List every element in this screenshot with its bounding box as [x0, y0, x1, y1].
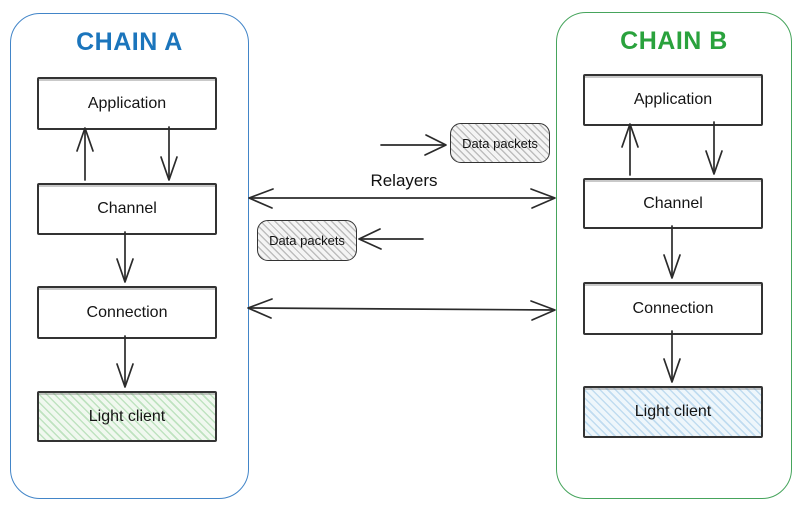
chain-a-container: CHAIN A Application Channel Connection L… [10, 13, 249, 499]
chain-b-box-channel: Channel [583, 178, 763, 229]
relayers-label: Relayers [370, 171, 438, 190]
chain-a-title: CHAIN A [76, 28, 183, 56]
data-packets-pill-top: Data packets [450, 123, 550, 163]
data-packet-right-arrow [380, 134, 447, 156]
chain-a-box-application: Application [37, 77, 217, 130]
chain-a-box-connection: Connection [37, 286, 217, 339]
chain-b-box-connection: Connection [583, 282, 763, 335]
data-packets-pill-bottom: Data packets [257, 220, 357, 261]
relayers-arrow [248, 188, 556, 209]
chain-b-container: CHAIN B Application Channel Connection L… [556, 12, 792, 499]
data-packet-left-arrow [358, 228, 424, 250]
chain-b-box-light-client: Light client [583, 386, 763, 438]
chain-b-title: CHAIN B [620, 27, 728, 55]
chain-b-box-application: Application [583, 74, 763, 126]
chain-a-box-light-client: Light client [37, 391, 217, 442]
connection-link-arrow [247, 298, 556, 321]
chain-a-box-channel: Channel [37, 183, 217, 235]
